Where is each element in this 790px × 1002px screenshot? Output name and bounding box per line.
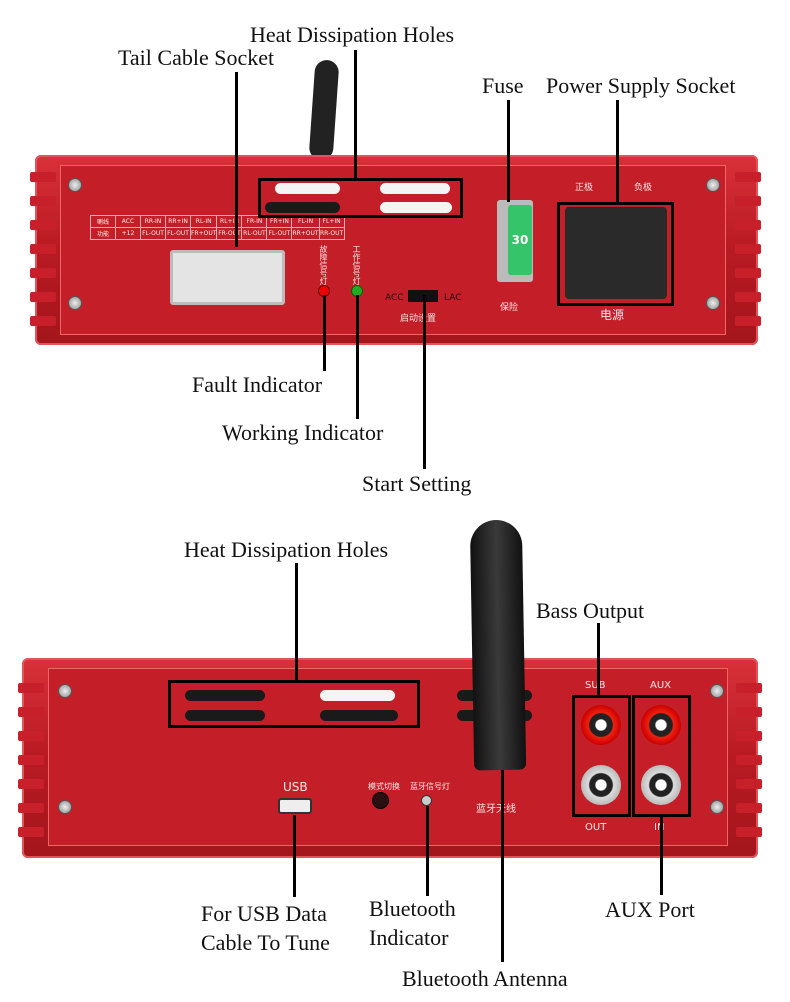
cooling-fin (736, 827, 762, 837)
work-cn: 工作信号灯 (352, 245, 361, 285)
power-cn: 电源 (600, 308, 625, 322)
aux-label: AUX (650, 680, 672, 691)
cooling-fin (735, 172, 761, 182)
cooling-fin (18, 731, 44, 741)
table-cell: 功能 (90, 227, 116, 240)
cooling-fin (735, 316, 761, 326)
acc-label: ACC (385, 293, 404, 303)
callout-power-socket: Power Supply Socket (546, 73, 736, 98)
top-antenna (308, 59, 340, 161)
start-cn: 启动设置 (400, 314, 437, 324)
tail-cable-socket[interactable] (170, 250, 285, 305)
callout-fault: Fault Indicator (192, 372, 323, 397)
cooling-fin (18, 755, 44, 765)
table-cell: RR+OUT (291, 227, 320, 240)
table-cell: FL-OUT (140, 227, 166, 240)
bluetooth-indicator-led (421, 795, 432, 806)
cooling-fin (735, 220, 761, 230)
bluetooth-antenna (469, 519, 527, 771)
mode-switch-button[interactable] (372, 792, 389, 809)
callout-heat-holes-top: Heat Dissipation Holes (250, 22, 455, 47)
cooling-fin (735, 292, 761, 302)
cooling-fin (30, 268, 56, 278)
table-cell: FR+OUT (189, 227, 218, 240)
table-cell: RL-IN (189, 215, 218, 228)
aux-in-red[interactable] (641, 705, 681, 745)
callout-heat-holes-bottom: Heat Dissipation Holes (184, 537, 389, 562)
out-label: OUT (585, 822, 607, 833)
cooling-fin (18, 779, 44, 789)
cooling-fin (30, 316, 56, 326)
bt-light-cn: 蓝牙信号灯 (410, 782, 450, 791)
cooling-fin (736, 683, 762, 693)
callout-usb-1: For USB Data (201, 901, 327, 926)
callout-usb-2: Cable To Tune (201, 930, 330, 955)
usb-label: USB (283, 780, 308, 794)
cooling-fin (736, 755, 762, 765)
cooling-fin (30, 220, 56, 230)
table-cell: RL-OUT (241, 227, 268, 240)
table-cell: FR-OUT (216, 227, 243, 240)
aux-in-white[interactable] (641, 765, 681, 805)
cooling-fin (735, 196, 761, 206)
lac-label: LAC (444, 293, 462, 303)
callout-tail-cable: Tail Cable Socket (118, 45, 275, 70)
cooling-fin (18, 803, 44, 813)
table-cell: RR+IN (165, 215, 191, 228)
cooling-fin (30, 196, 56, 206)
sub-label: SUB (585, 680, 606, 691)
cooling-fin (18, 827, 44, 837)
sub-out-red[interactable] (581, 705, 621, 745)
callout-fuse: Fuse (482, 73, 524, 98)
cooling-fin (30, 292, 56, 302)
sub-out-white[interactable] (581, 765, 621, 805)
table-cell: RL+IN (216, 215, 243, 228)
cooling-fin (736, 707, 762, 717)
pos-cn: 正极 (575, 183, 594, 193)
table-cell: FL-OUT (165, 227, 191, 240)
callout-bt-antenna: Bluetooth Antenna (402, 966, 568, 991)
cooling-fin (735, 268, 761, 278)
fault-cn: 故障信号灯 (319, 245, 328, 285)
bt-antenna-cn: 蓝牙天线 (476, 804, 516, 815)
table-cell: FL-OUT (266, 227, 293, 240)
cooling-fin (736, 779, 762, 789)
table-cell: +12 (115, 227, 141, 240)
fuse-value: 30 (508, 205, 532, 275)
callout-bt-ind-2: Indicator (369, 925, 449, 950)
mode-cn: 模式切换 (368, 782, 400, 791)
callout-working: Working Indicator (222, 420, 384, 445)
table-cell: RR-IN (140, 215, 166, 228)
in-label: IN (654, 822, 664, 833)
callout-bt-ind-1: Bluetooth (369, 896, 456, 921)
usb-port[interactable] (278, 798, 312, 814)
cooling-fin (736, 803, 762, 813)
table-cell: RR-OUT (318, 227, 345, 240)
callout-bass: Bass Output (536, 598, 645, 623)
table-cell: ACC (115, 215, 141, 228)
table-cell: 喇线 (90, 215, 116, 228)
cooling-fin (18, 707, 44, 717)
neg-cn: 负极 (634, 183, 653, 193)
callout-aux: AUX Port (605, 897, 695, 922)
cooling-fin (735, 244, 761, 254)
cooling-fin (30, 172, 56, 182)
cooling-fin (736, 731, 762, 741)
power-supply-socket[interactable] (565, 207, 667, 299)
fuse-cn: 保险 (500, 303, 519, 313)
cooling-fin (30, 244, 56, 254)
callout-start: Start Setting (362, 471, 472, 496)
cooling-fin (18, 683, 44, 693)
